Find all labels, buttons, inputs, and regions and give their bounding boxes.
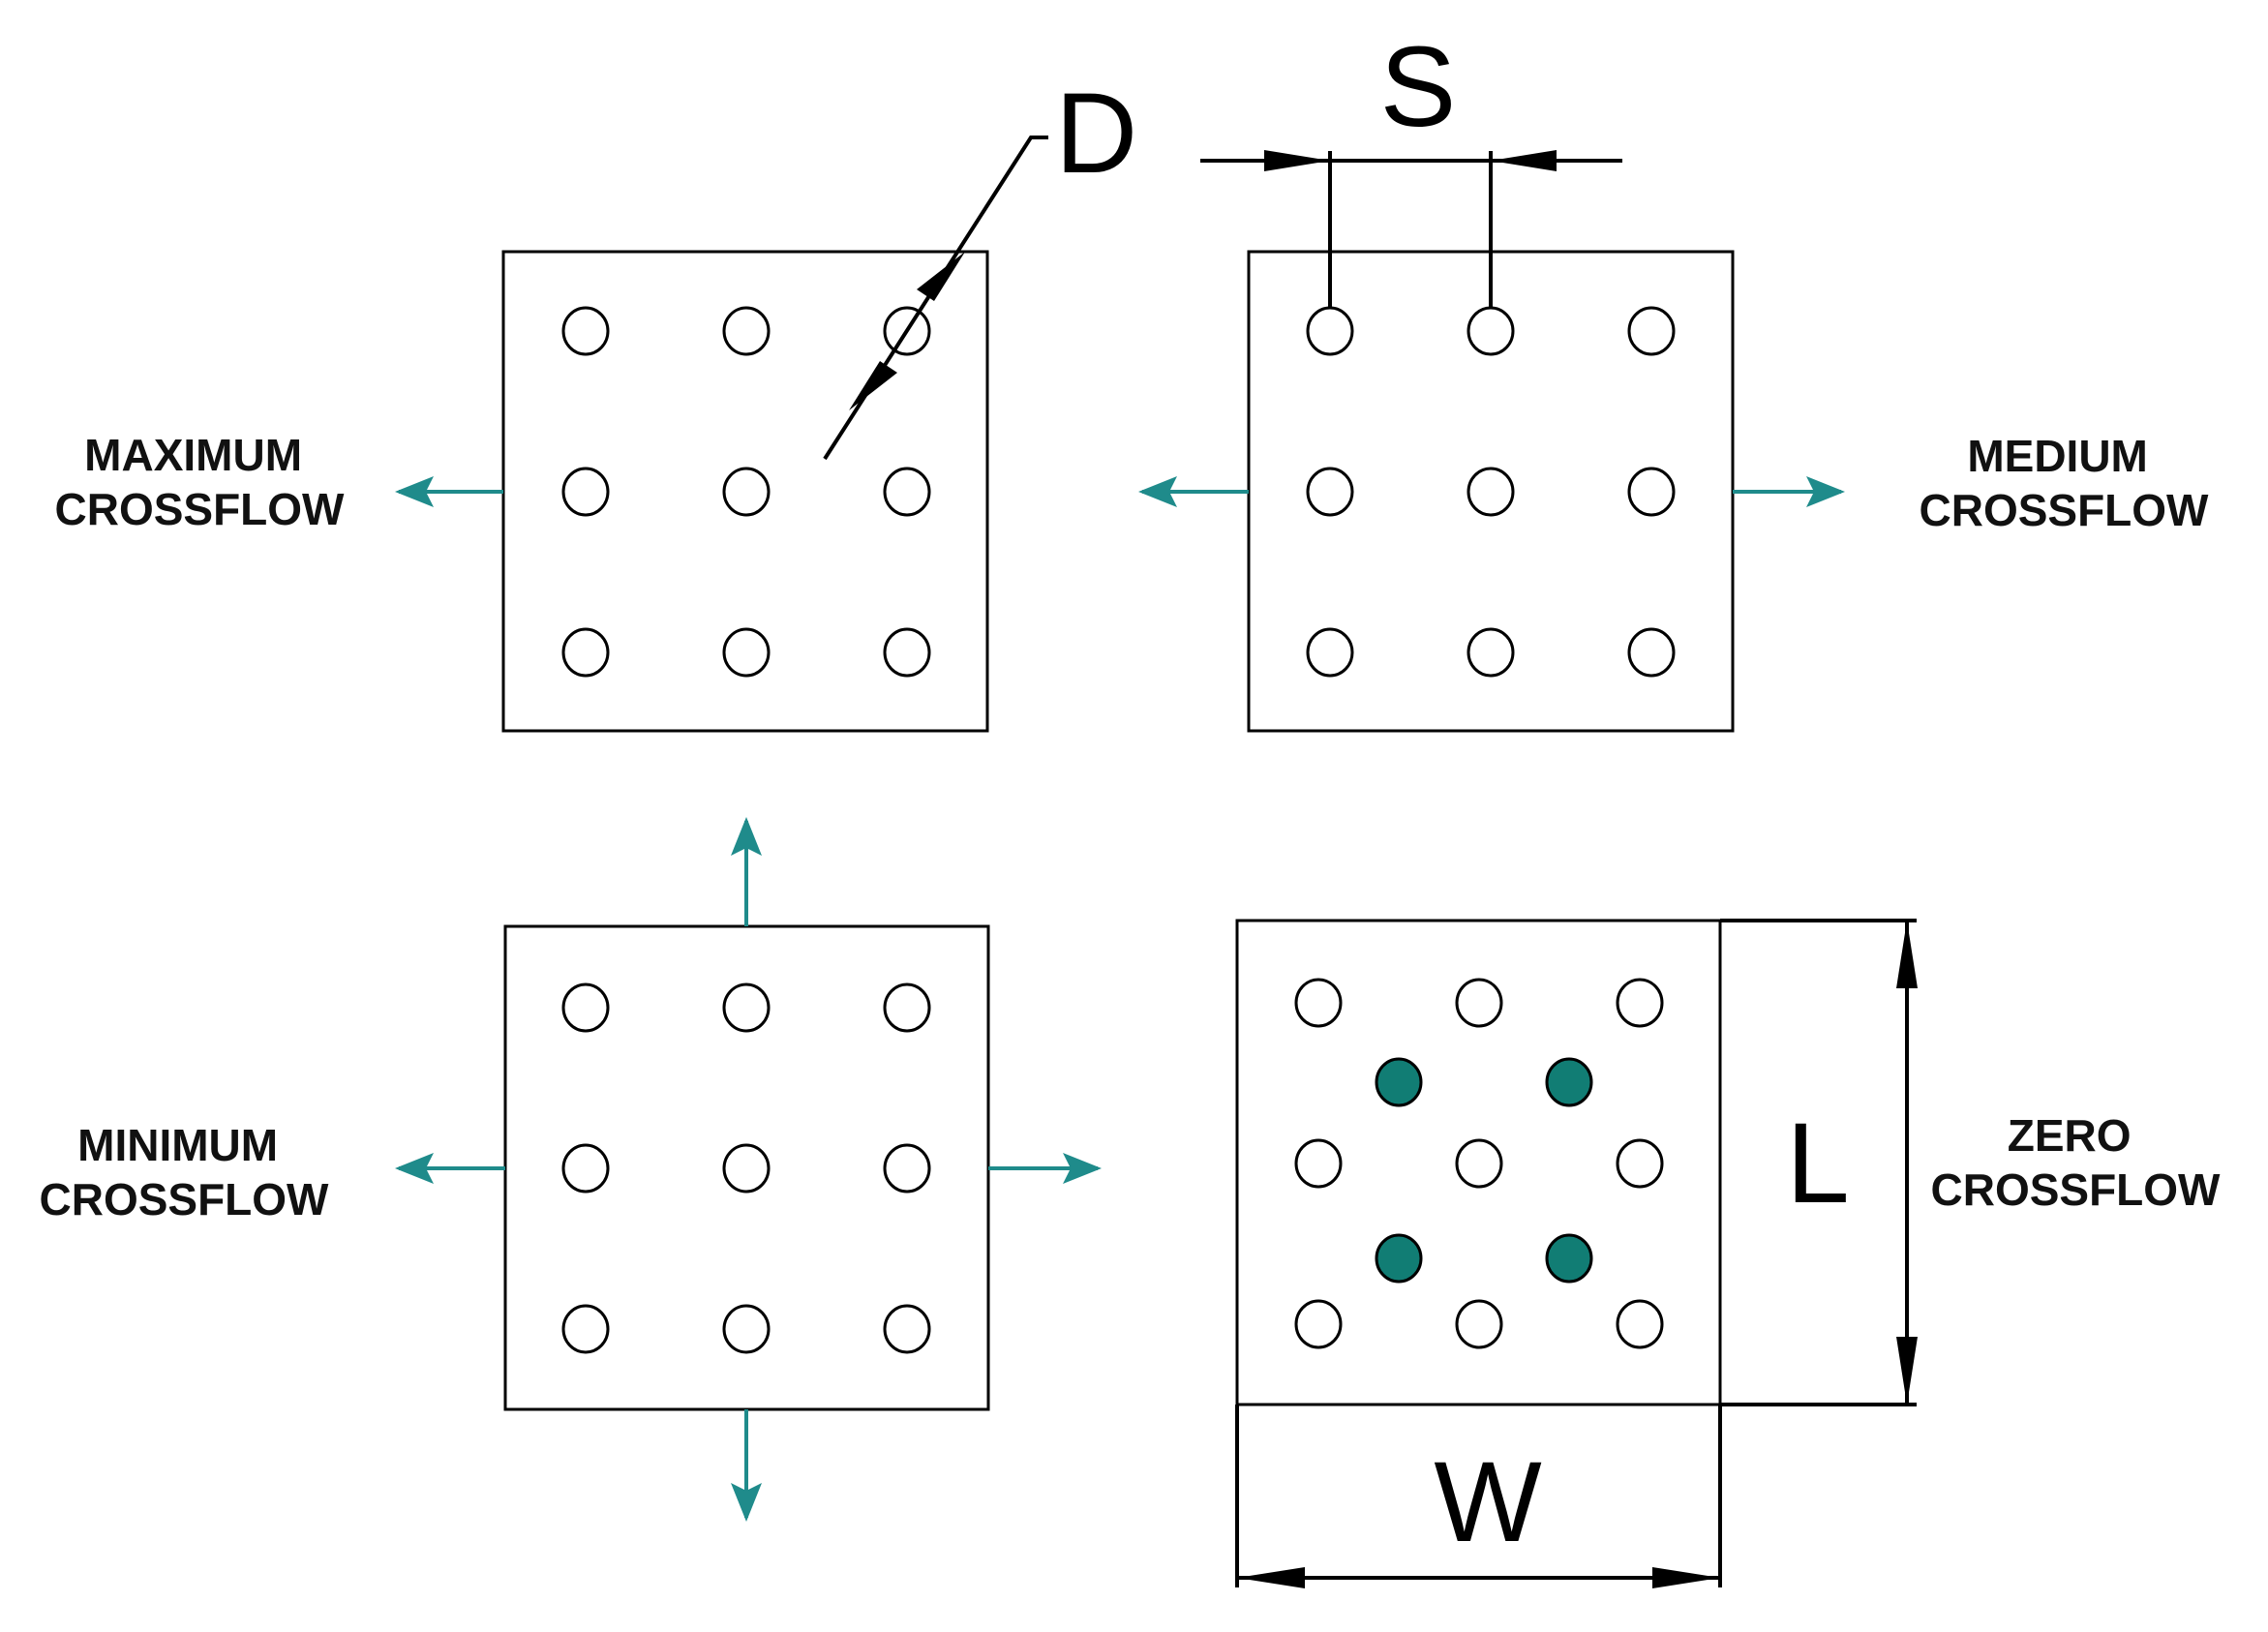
- length-arrowhead-bottom: [1896, 1337, 1918, 1405]
- hole: [1294, 978, 1343, 1028]
- hole: [1467, 306, 1515, 356]
- panel-label-line1: MAXIMUM: [84, 430, 302, 480]
- length-label: L: [1786, 1100, 1850, 1227]
- filled-hole: [1375, 1057, 1423, 1107]
- spacing-dimension: S: [1200, 23, 1622, 308]
- panel-label-line2: CROSSFLOW: [40, 1174, 330, 1224]
- hole: [1627, 467, 1676, 517]
- hole: [722, 306, 771, 356]
- filled-hole: [1375, 1233, 1423, 1284]
- panel-medium-crossflow: MEDIUM CROSSFLOW: [1138, 250, 2210, 733]
- panel-label-line2: CROSSFLOW: [55, 484, 346, 534]
- hole: [1627, 306, 1676, 356]
- hole: [561, 1143, 610, 1194]
- filled-hole: [1545, 1233, 1593, 1284]
- hole: [1306, 306, 1354, 356]
- hole: [722, 1304, 771, 1354]
- length-dimension: L: [1720, 919, 1918, 1406]
- hole: [1467, 467, 1515, 517]
- filled-hole: [1545, 1057, 1593, 1107]
- hole: [1294, 1299, 1343, 1349]
- hole: [1455, 978, 1503, 1028]
- diameter-label: D: [1055, 70, 1137, 197]
- svg-text:ZERO CROSSFLOW: ZERO CROSSFLOW: [1931, 1110, 2222, 1215]
- hole: [561, 627, 610, 678]
- hole: [1616, 1138, 1664, 1189]
- hole: [561, 1304, 610, 1354]
- hole: [561, 982, 610, 1033]
- hole: [883, 1143, 931, 1194]
- spacing-label: S: [1380, 23, 1457, 151]
- panel-label-line2: CROSSFLOW: [1931, 1164, 2222, 1215]
- panel-minimum-crossflow: MINIMUM CROSSFLOW: [40, 817, 1102, 1522]
- hole: [883, 1304, 931, 1354]
- spacing-arrowhead-right: [1491, 150, 1557, 171]
- diameter-arrowhead-lower: [849, 361, 897, 410]
- panel-maximum-crossflow: MAXIMUM CROSSFLOW: [55, 250, 989, 733]
- hole: [1455, 1299, 1503, 1349]
- width-arrowhead-left: [1237, 1567, 1305, 1588]
- svg-text:MEDIUM CROSSFLOW: MEDIUM CROSSFLOW: [1920, 431, 2210, 535]
- panel-label-line1: MINIMUM: [77, 1120, 278, 1170]
- panel-label-line2: CROSSFLOW: [1920, 485, 2210, 535]
- hole: [561, 306, 610, 356]
- hole: [1455, 1138, 1503, 1189]
- hole: [722, 467, 771, 517]
- hole: [722, 982, 771, 1033]
- hole: [1627, 627, 1676, 678]
- hole-grid: [1294, 978, 1664, 1349]
- hole: [883, 982, 931, 1033]
- hole: [883, 467, 931, 517]
- hole-grid: [561, 306, 931, 678]
- hole: [883, 627, 931, 678]
- width-label: W: [1434, 1438, 1541, 1566]
- diameter-leader-line: [823, 136, 1048, 461]
- hole: [1294, 1138, 1343, 1189]
- length-arrowhead-top: [1896, 921, 1918, 988]
- panel-zero-crossflow: ZERO CROSSFLOW: [1235, 919, 2222, 1406]
- hole: [722, 627, 771, 678]
- hole: [1616, 978, 1664, 1028]
- diameter-arrowhead-upper: [917, 252, 965, 301]
- hole: [1467, 627, 1515, 678]
- hole: [561, 467, 610, 517]
- svg-text:MAXIMUM CROSSFLOW: MAXIMUM CROSSFLOW: [55, 430, 346, 534]
- panel-label-line1: ZERO: [2008, 1110, 2132, 1161]
- diameter-dimension: D: [823, 70, 1137, 461]
- hole: [1306, 467, 1354, 517]
- hole: [1616, 1299, 1664, 1349]
- hole-grid: [1306, 306, 1676, 678]
- panel-label-line1: MEDIUM: [1967, 431, 2148, 481]
- plate-outline: [1235, 919, 1722, 1406]
- filled-hole-group: [1375, 1057, 1593, 1284]
- width-arrowhead-right: [1652, 1567, 1720, 1588]
- hole-grid: [561, 982, 931, 1354]
- width-dimension: W: [1235, 1405, 1722, 1588]
- hole: [722, 1143, 771, 1194]
- svg-text:MINIMUM CROSSFLOW: MINIMUM CROSSFLOW: [40, 1120, 330, 1224]
- hole: [1306, 627, 1354, 678]
- spacing-arrowhead-left: [1264, 150, 1330, 171]
